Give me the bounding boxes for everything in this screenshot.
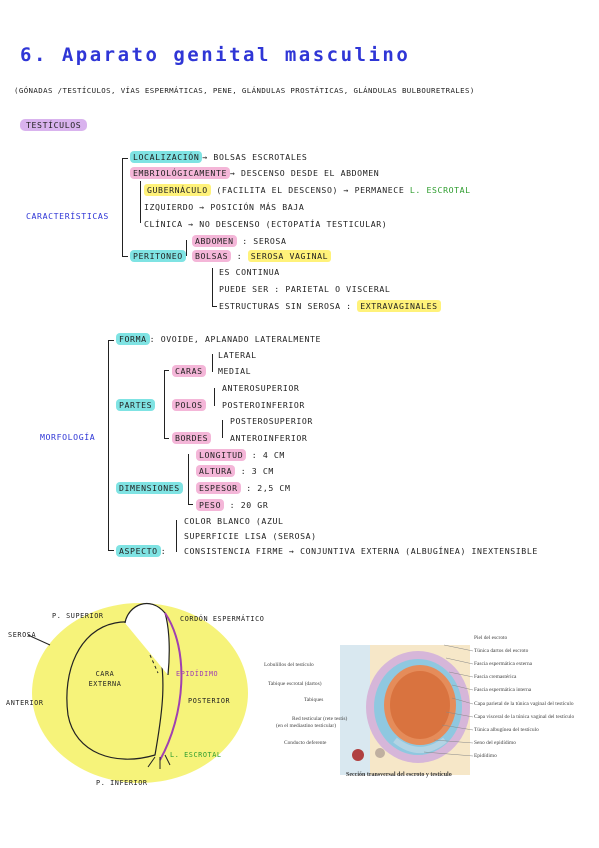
fig-right-label-5: Capa parietal de la túnica vaginal del t…	[474, 701, 574, 707]
testicle-drawing	[27, 602, 248, 783]
superficie-row: Superficie lisa (serosa)	[184, 531, 317, 541]
polos-row: Polos	[172, 399, 206, 411]
bordes-row: Bordes	[172, 432, 212, 444]
embriologicamente-row: Embriológicamente→ Descenso desde el abd…	[130, 167, 379, 179]
localizacion-row: Localización→ Bolsas escrotales	[130, 151, 307, 163]
l-escrotal-label: L. escrotal	[170, 751, 222, 759]
p-inferior-label: P. inferior	[96, 779, 148, 787]
spermatic-cord	[124, 602, 170, 676]
caras-row: Caras	[172, 365, 206, 377]
cross-section-figure	[340, 645, 470, 775]
estructuras-row: Estructuras sin serosa : Extravaginales	[219, 300, 441, 312]
fig-left-label-5: Conducto deferente	[284, 740, 327, 746]
gubernaculo-row: Gubernáculo (facilita el descenso) → per…	[144, 184, 471, 196]
medial-row: Medial	[218, 366, 252, 376]
bolsas-row: Bolsas : Serosa vaginal	[192, 250, 332, 262]
fig-right-label-3: Fascia cremastérica	[474, 674, 517, 680]
peso-row: Peso : 20 gr	[196, 499, 268, 511]
l-escrotal-lines	[147, 754, 171, 769]
fig-right-label-6: Capa visceral de la túnica vaginal del t…	[474, 714, 575, 720]
fig-right-label-1: Túnica dartos del escroto	[474, 648, 529, 654]
posterosuperior-row: Posterosuperior	[230, 416, 313, 426]
epididimo-outline	[159, 612, 183, 761]
fig-right-label-9: Epidídimo	[474, 753, 497, 759]
fig-left-label-1: Tabique escrotal (dartos)	[268, 681, 322, 687]
anterior-label: Anterior	[6, 699, 44, 707]
p-superior-label: P. superior	[52, 612, 104, 620]
section-label: Testículos	[20, 119, 88, 131]
figure-leader-lines	[423, 644, 474, 757]
abdomen-row: Abdomen : serosa	[192, 235, 286, 247]
fig-left-label-4: (en el mediastino testicular)	[276, 723, 337, 729]
peritoneo-row: Peritoneo	[130, 250, 186, 262]
fig-right-label-8: Seno del epidídimo	[474, 740, 516, 746]
fig-right-label-7: Túnica albugínea del testículo	[474, 727, 539, 733]
page-title: 6. Aparato genital masculino	[20, 44, 411, 66]
clinica-row: Clínica → no descenso (ectopatía testicu…	[144, 219, 388, 229]
aspecto-row: Aspecto:	[116, 545, 166, 557]
cara-externa-label: Cara externa	[88, 670, 122, 688]
morfologia-bracket	[108, 340, 109, 550]
puede-ser-row: Puede ser : parietal o visceral	[219, 284, 391, 294]
partes-row: Partes	[116, 399, 156, 411]
lateral-row: Lateral	[218, 350, 257, 360]
izquierdo-row: Izquierdo → posición más baja	[144, 202, 305, 212]
es-continua-row: Es continua	[219, 267, 280, 277]
figure-caption: Sección transversal del escroto y testíc…	[346, 772, 452, 778]
longitud-row: Longitud : 4 cm	[196, 449, 285, 461]
morfologia-label: Morfología	[40, 432, 96, 442]
posteroinferior-row: Posteroinferior	[222, 400, 305, 410]
epididimo-label: Epidídimo	[176, 670, 219, 678]
fig-right-label-4: Fascia espermática interna	[474, 687, 532, 693]
dimensiones-row: Dimensiones	[116, 482, 183, 494]
page-subtitle: (Gónadas /testículos, vías espermáticas,…	[14, 86, 475, 95]
fig-left-label-0: Lobulillos del testículo	[264, 662, 314, 668]
forma-row: Forma: ovoide, aplanado lateralmente	[116, 333, 321, 345]
espesor-row: Espesor : 2,5 cm	[196, 482, 290, 494]
caracteristicas-label: Características	[26, 211, 109, 221]
fig-right-label-0: Piel del escroto	[474, 635, 508, 641]
caracteristicas-bracket	[122, 158, 123, 256]
altura-row: Altura : 3 cm	[196, 465, 274, 477]
anteroinferior-row: Anteroinferior	[230, 433, 308, 443]
posterior-label: Posterior	[188, 697, 231, 705]
serosa-label: Serosa	[8, 631, 37, 639]
fig-left-label-3: Red testicular (rete testis)	[292, 716, 348, 722]
cordon-label: Cordón espermático	[180, 615, 265, 623]
color-row: Color blanco (azul	[184, 516, 284, 526]
consistencia-row: Consistencia firme → conjuntiva externa …	[184, 546, 538, 556]
fig-right-label-2: Fascia espermática externa	[474, 661, 533, 667]
fig-left-label-2: Tabiques	[304, 697, 324, 703]
anterosuperior-row: Anterosuperior	[222, 383, 300, 393]
